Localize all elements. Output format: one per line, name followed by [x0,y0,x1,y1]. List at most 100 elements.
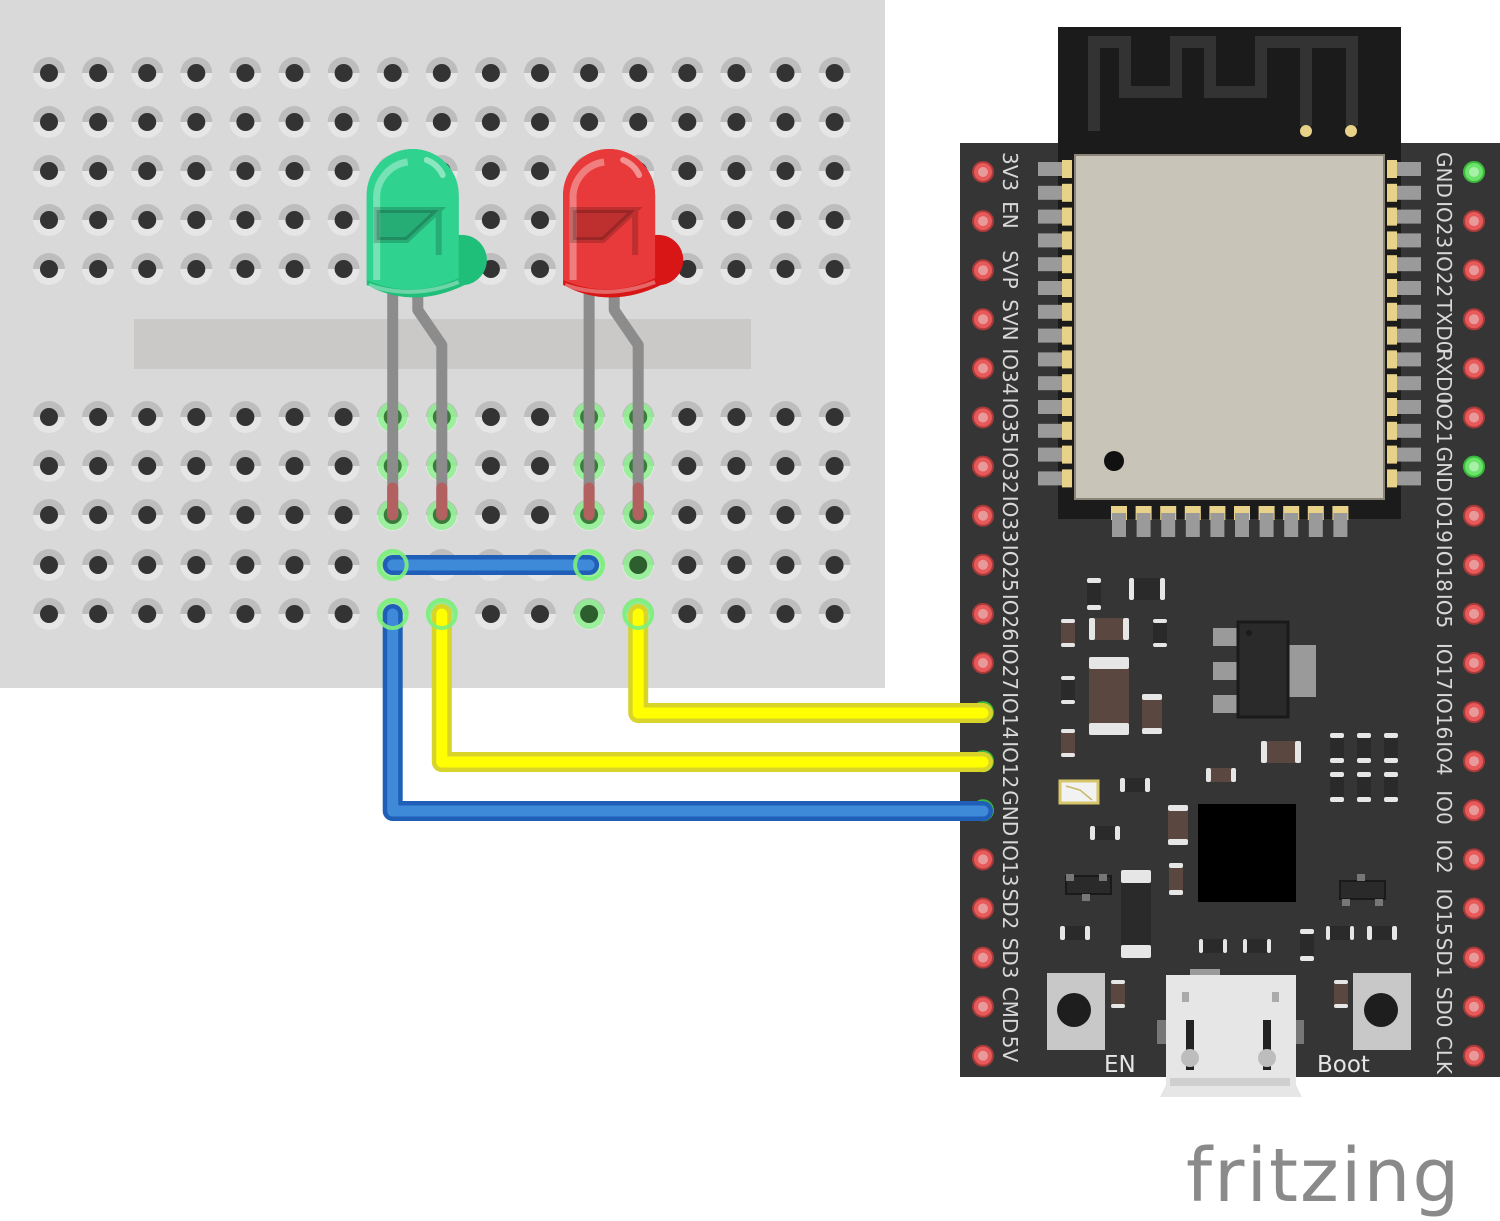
breadboard-hole[interactable] [131,450,164,482]
breadboard-hole[interactable] [376,106,409,138]
breadboard-hole[interactable] [769,57,802,89]
breadboard-hole[interactable] [278,401,311,433]
header-pin-io27[interactable] [972,652,994,674]
breadboard-hole[interactable] [720,499,753,531]
header-pin-sd3[interactable] [972,946,994,969]
breadboard-hole[interactable] [769,549,802,581]
header-pin-io25[interactable] [972,553,994,576]
breadboard-hole[interactable] [131,204,164,236]
header-pin-gnd[interactable] [1463,455,1485,478]
breadboard-hole[interactable] [818,450,851,482]
breadboard-hole[interactable] [671,499,704,531]
breadboard-hole[interactable] [327,204,360,236]
breadboard-hole[interactable] [131,401,164,433]
header-pin-io26[interactable] [972,602,994,625]
breadboard-hole[interactable] [671,155,704,187]
breadboard-hole[interactable] [229,598,262,630]
breadboard-hole[interactable] [278,499,311,531]
breadboard-hole[interactable] [720,155,753,187]
breadboard-hole[interactable] [82,499,115,531]
breadboard-hole[interactable] [180,549,213,581]
header-pin-5v[interactable] [972,1044,994,1067]
breadboard-hole[interactable] [327,598,360,630]
breadboard-hole[interactable] [818,155,851,187]
header-pin-io0[interactable] [1463,799,1485,822]
breadboard-hole[interactable] [474,499,507,531]
breadboard-hole[interactable] [474,204,507,236]
breadboard-hole[interactable] [327,106,360,138]
header-pin-cmd[interactable] [972,995,994,1018]
breadboard-hole[interactable] [131,598,164,630]
breadboard-hole[interactable] [229,450,262,482]
breadboard-hole[interactable] [769,253,802,285]
breadboard-hole[interactable] [720,253,753,285]
header-pin-io21[interactable] [1463,406,1485,429]
breadboard-hole[interactable] [818,253,851,285]
breadboard-hole[interactable] [33,549,65,581]
header-pin-io34[interactable] [972,357,994,380]
breadboard-hole[interactable] [180,598,213,630]
breadboard-hole[interactable] [278,155,311,187]
breadboard-hole[interactable] [720,450,753,482]
breadboard-hole[interactable] [769,598,802,630]
header-pin-en[interactable] [972,210,994,233]
header-pin-sd1[interactable] [1463,946,1485,969]
header-pin-io5[interactable] [1463,602,1485,625]
breadboard-hole[interactable] [33,499,65,531]
breadboard-hole[interactable] [720,598,753,630]
boot-button[interactable] [1353,973,1411,1050]
breadboard-hole[interactable] [524,155,556,187]
breadboard-hole[interactable] [327,401,360,433]
breadboard-hole[interactable] [278,598,311,630]
breadboard-hole[interactable] [278,106,311,138]
breadboard-hole[interactable] [474,57,507,89]
breadboard-hole[interactable] [278,450,311,482]
breadboard-hole[interactable] [229,204,262,236]
header-pin-txd0[interactable] [1463,308,1485,331]
wire-io14[interactable] [628,604,993,723]
breadboard-hole[interactable] [769,499,802,531]
breadboard-hole[interactable] [131,253,164,285]
breadboard-hole[interactable] [180,253,213,285]
breadboard-hole[interactable] [425,106,458,138]
breadboard-hole[interactable] [327,549,360,581]
breadboard-hole[interactable] [33,204,65,236]
header-pin-clk[interactable] [1463,1044,1485,1067]
breadboard-hole[interactable] [671,450,704,482]
breadboard-hole[interactable] [229,57,262,89]
breadboard-hole[interactable] [278,549,311,581]
breadboard-hole[interactable] [818,598,851,630]
breadboard-hole[interactable] [180,499,213,531]
header-pin-io17[interactable] [1463,652,1485,674]
breadboard-hole[interactable] [82,253,115,285]
breadboard-hole[interactable] [229,106,262,138]
header-pin-io16[interactable] [1463,701,1485,724]
breadboard-hole[interactable] [229,401,262,433]
breadboard-hole[interactable] [131,57,164,89]
breadboard-hole[interactable] [622,106,655,138]
breadboard-hole[interactable] [33,598,65,630]
breadboard-hole[interactable] [180,106,213,138]
breadboard-hole[interactable] [131,549,164,581]
header-pin-io35[interactable] [972,406,994,429]
breadboard-hole[interactable] [769,106,802,138]
breadboard-hole[interactable] [720,106,753,138]
breadboard-hole[interactable] [524,253,556,285]
breadboard-hole[interactable] [524,106,556,138]
breadboard-hole[interactable] [524,499,556,531]
breadboard-hole[interactable] [474,155,507,187]
breadboard-hole[interactable] [818,57,851,89]
breadboard-hole[interactable] [524,57,556,89]
header-pin-io18[interactable] [1463,553,1485,576]
breadboard-hole[interactable] [720,57,753,89]
breadboard-hole[interactable] [33,155,65,187]
breadboard-hole[interactable] [474,598,507,630]
breadboard-hole[interactable] [769,204,802,236]
breadboard-hole[interactable] [229,253,262,285]
breadboard-hole[interactable] [131,155,164,187]
breadboard-hole[interactable] [818,499,851,531]
breadboard-hole[interactable] [720,549,753,581]
header-pin-sd0[interactable] [1463,995,1485,1018]
led-green[interactable] [366,149,487,521]
breadboard-hole[interactable] [278,57,311,89]
